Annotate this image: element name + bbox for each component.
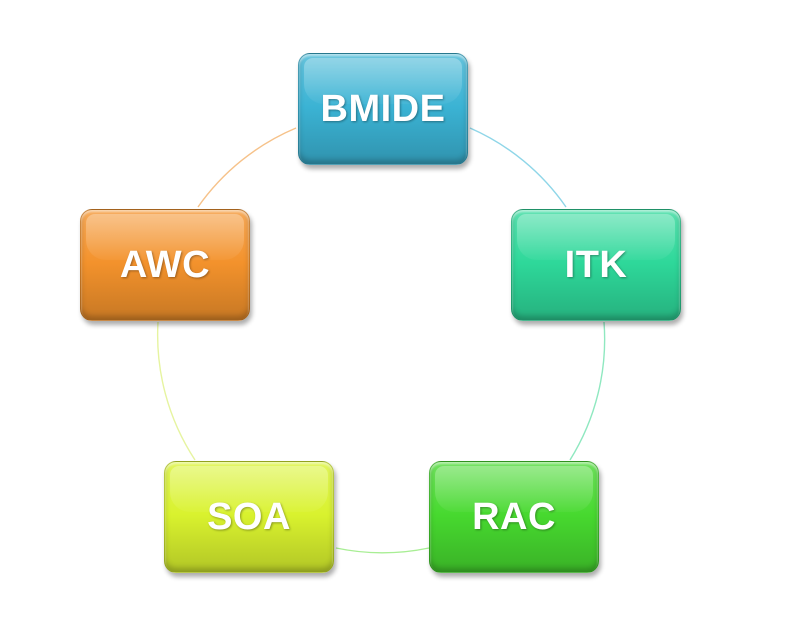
node-itk-label: ITK (564, 243, 628, 286)
node-rac[interactable]: RAC (429, 461, 599, 573)
node-bmide[interactable]: BMIDE (298, 53, 468, 165)
connector-rac-soa (335, 547, 430, 554)
node-awc-label: AWC (119, 243, 211, 286)
connector-awc-bmide (197, 127, 297, 208)
node-rac-label: RAC (472, 495, 556, 538)
node-soa[interactable]: SOA (164, 461, 334, 573)
node-itk[interactable]: ITK (511, 209, 681, 321)
node-soa-label: SOA (207, 495, 291, 538)
node-bmide-label: BMIDE (320, 87, 446, 130)
connector-itk-rac (569, 321, 606, 461)
connector-bmide-itk (469, 127, 567, 208)
connector-soa-awc (156, 321, 196, 461)
node-awc[interactable]: AWC (80, 209, 250, 321)
